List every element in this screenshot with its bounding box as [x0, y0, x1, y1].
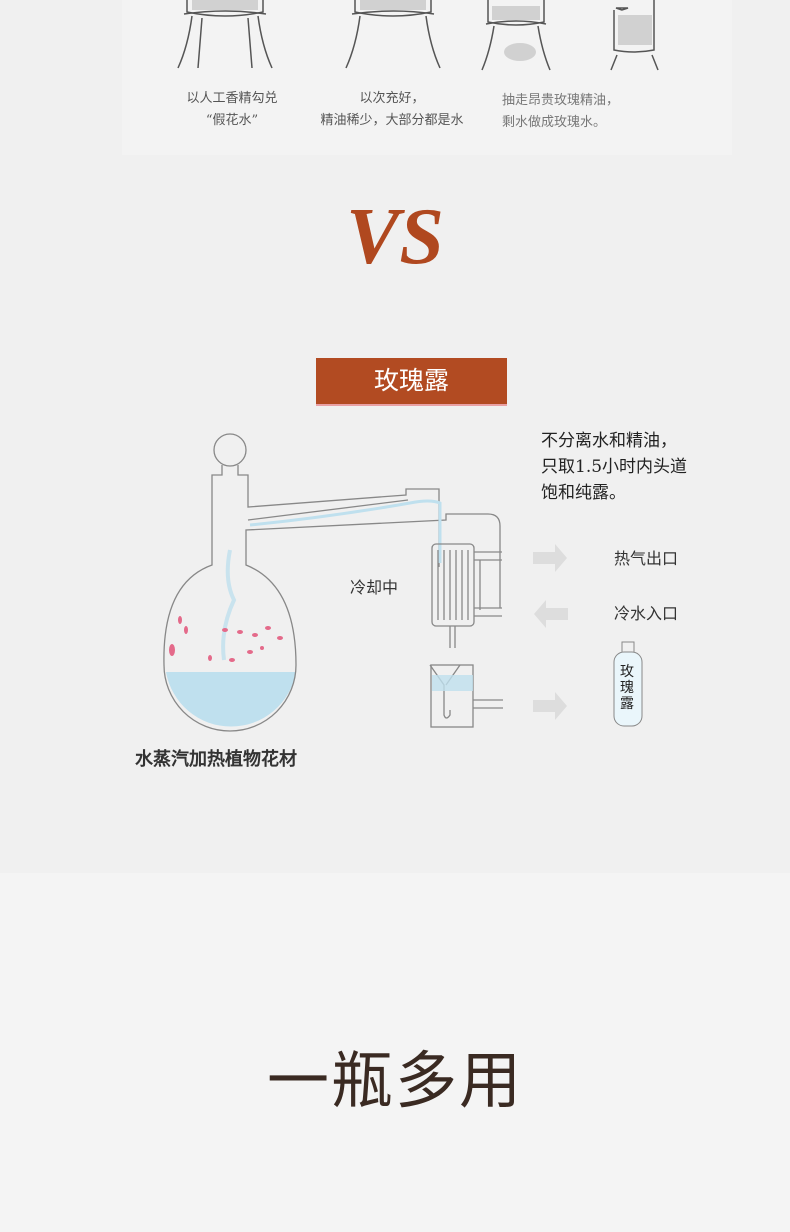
bottle-label: 玫瑰露: [620, 664, 634, 712]
vapor-stream: [249, 499, 442, 563]
flask-caption: 水蒸汽加热植物花材: [135, 749, 297, 770]
comparison-panel: 以人工香精勾兑 “假花水” 以次充好， 精油稀少，大部分都是水 抽走昂贵玫瑰精油…: [122, 0, 732, 155]
rose-petals: [169, 616, 283, 662]
rose-hydrosol-banner: 玫瑰露: [316, 358, 507, 406]
hot-air-outlet-label: 热气出口: [614, 549, 679, 568]
caption-diluted: 以次充好， 精油稀少，大部分都是水: [320, 91, 464, 128]
flask-water: [166, 672, 296, 727]
flow-arrows: [533, 544, 568, 720]
caption-fake-flower-water: 以人工香精勾兑 “假花水”: [186, 91, 278, 128]
vs-label: VS: [346, 193, 444, 281]
process-note: 不分离水和精油， 只取1.5小时内头道 饱和纯露。: [541, 431, 688, 503]
cold-water-inlet-label: 冷水入口: [614, 604, 679, 623]
caption-oil-extracted: 抽走昂贵玫瑰精油， 剩水做成玫瑰水。: [502, 93, 620, 130]
cooling-label: 冷却中: [350, 578, 399, 597]
section-title: 一瓶多用: [266, 1044, 523, 1117]
distillation-diagram: [163, 433, 643, 732]
bottle-icon: [613, 641, 643, 727]
stills-illustration: [177, 0, 659, 71]
